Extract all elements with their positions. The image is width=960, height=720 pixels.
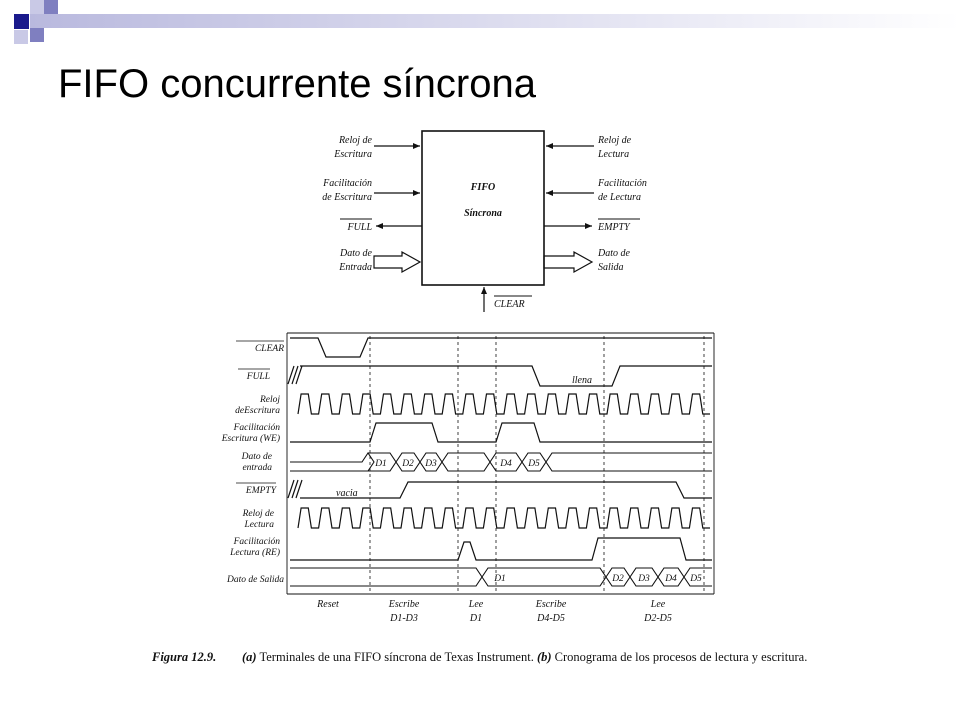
data-out-label: D4 xyxy=(664,574,677,584)
fifo-block xyxy=(421,130,545,286)
block-label: Entrada xyxy=(338,262,372,273)
block-label: FULL xyxy=(347,222,373,233)
data-out-label: D1 xyxy=(493,574,506,584)
block-label: Dato de xyxy=(339,248,373,259)
deco-bar xyxy=(30,14,960,28)
signal-label: entrada xyxy=(242,463,272,473)
caption-part-b: (b) xyxy=(536,650,552,664)
data-out-label: D5 xyxy=(689,574,702,584)
deco-square xyxy=(30,0,44,14)
block-label: Facilitación xyxy=(322,178,372,189)
phase-label: Reset xyxy=(316,599,339,610)
full-waveform xyxy=(287,365,712,387)
block-label: Lectura xyxy=(597,149,629,160)
phase-label: D2-D5 xyxy=(643,613,672,624)
clear-waveform xyxy=(290,337,712,358)
signal-label: Dato de Salida xyxy=(226,575,284,585)
data-out-label: D3 xyxy=(637,574,650,584)
fifo-block-name: FIFO xyxy=(470,182,495,193)
read-enable-waveform xyxy=(290,537,712,561)
phase-label: D4-D5 xyxy=(536,613,565,624)
empty-waveform xyxy=(287,479,712,499)
signal-label: Facilitación xyxy=(233,537,281,547)
data-in-bus xyxy=(290,452,712,472)
signal-label: Facilitación xyxy=(233,423,281,433)
signal-label: CLEAR xyxy=(255,344,284,354)
read-clock-waveform xyxy=(297,507,710,529)
full-annotation: llena xyxy=(572,375,592,386)
data-in-label: D1 xyxy=(374,459,387,469)
caption-text: (a) Terminales de una FIFO síncrona de T… xyxy=(242,648,822,666)
block-label: Facilitación xyxy=(597,178,647,189)
signal-label: Reloj xyxy=(259,395,280,405)
data-in-label: D3 xyxy=(424,459,437,469)
signal-label: FULL xyxy=(246,372,270,382)
phase-label: Escribe xyxy=(535,599,567,610)
caption-figure-number: Figura 12.9. xyxy=(152,650,217,664)
deco-square xyxy=(44,0,58,14)
data-in-arrow xyxy=(373,250,422,274)
slide-title: FIFO concurrente síncrona xyxy=(58,62,536,106)
signal-label: Lectura (RE) xyxy=(229,547,280,558)
block-label: Reloj de xyxy=(338,135,373,146)
caption-part-a: (a) xyxy=(242,650,257,664)
caption-text-a: Terminales de una FIFO síncrona de Texas… xyxy=(256,650,537,664)
block-label: Salida xyxy=(598,262,624,273)
data-out-arrow xyxy=(543,250,594,274)
slide-decoration xyxy=(14,0,960,44)
signal-label: EMPTY xyxy=(245,486,278,496)
deco-square xyxy=(14,30,28,44)
signal-label: deEscritura xyxy=(235,406,280,416)
phase-label: D1-D3 xyxy=(389,613,418,624)
caption-text-b: Cronograma de los procesos de lectura y … xyxy=(551,650,808,664)
signal-label: Lectura xyxy=(243,520,274,530)
block-label: de Escritura xyxy=(322,192,372,203)
signal-label: Escritura (WE) xyxy=(221,433,280,444)
fifo-block-subname: Síncrona xyxy=(464,208,502,219)
data-in-label: D5 xyxy=(527,459,540,469)
phase-label: Lee xyxy=(650,599,666,610)
block-label: Reloj de xyxy=(597,135,632,146)
block-label: Dato de xyxy=(597,248,631,259)
data-out-bus xyxy=(290,567,712,587)
phase-label: Escribe xyxy=(388,599,420,610)
block-label: Escritura xyxy=(333,149,372,160)
block-label: CLEAR xyxy=(494,299,525,310)
signal-label: Dato de xyxy=(241,452,272,462)
signal-label: Reloj de xyxy=(242,509,274,519)
deco-square xyxy=(30,28,44,42)
data-in-label: D2 xyxy=(401,459,414,469)
phase-label: Lee xyxy=(468,599,484,610)
block-label: de Lectura xyxy=(598,192,641,203)
block-label: EMPTY xyxy=(597,222,631,233)
empty-annotation: vacia xyxy=(336,488,358,499)
data-in-label: D4 xyxy=(499,459,512,469)
data-out-label: D2 xyxy=(611,574,624,584)
write-clock-waveform xyxy=(297,393,710,415)
phase-label: D1 xyxy=(469,613,482,624)
write-enable-waveform xyxy=(290,422,712,443)
deco-square xyxy=(14,14,29,29)
